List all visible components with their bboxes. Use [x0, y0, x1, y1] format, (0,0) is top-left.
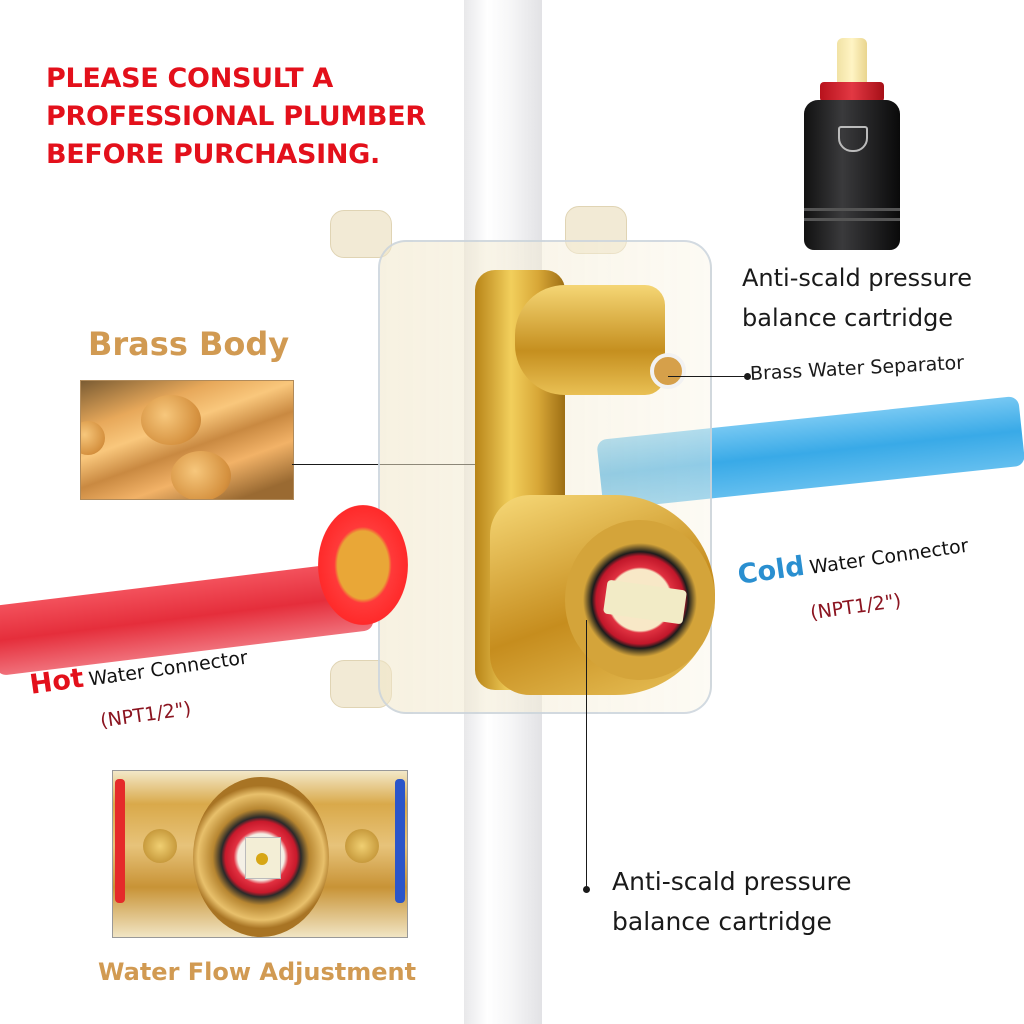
cartridge-top-label: Anti-scald pressure balance cartridge	[742, 258, 972, 338]
separator-leader-line	[668, 376, 748, 377]
brass-rod-end	[81, 421, 105, 455]
brass-water-separator	[515, 285, 665, 395]
cold-npt-spec: (NPT1/2")	[808, 589, 903, 625]
flow-adjust-dot	[256, 853, 268, 865]
brass-rods-photo	[80, 380, 294, 500]
brass-rod-end	[141, 395, 201, 445]
cartridge-product-image	[800, 38, 900, 258]
cartridge-top-label-line-2: balance cartridge	[742, 304, 954, 332]
brass-body-title: Brass Body	[88, 325, 290, 363]
warning-line-1: PLEASE CONSULT A	[46, 63, 334, 94]
cartridge-bottom-label-line-1: Anti-scald pressure	[612, 867, 852, 896]
cartridge-bottom-leader-line	[586, 620, 587, 890]
cartridge-body	[804, 100, 900, 250]
cartridge-bottom-leader-dot	[583, 886, 590, 893]
cold-blue-marker	[395, 779, 405, 903]
flow-screw-left-icon	[143, 829, 177, 863]
water-flow-adjustment-photo	[112, 770, 408, 938]
mounting-ear-top-left	[330, 210, 392, 258]
flow-screw-right-icon	[345, 829, 379, 863]
warning-headline: PLEASE CONSULT A PROFESSIONAL PLUMBER BE…	[46, 60, 426, 174]
separator-spline-tip	[650, 353, 686, 389]
cartridge-bottom-label: Anti-scald pressure balance cartridge	[612, 862, 852, 942]
hot-word: Hot	[27, 662, 86, 701]
warning-line-3: BEFORE PURCHASING.	[46, 139, 380, 170]
water-flow-adjustment-label: Water Flow Adjustment	[98, 958, 417, 986]
cartridge-bottom-label-line-2: balance cartridge	[612, 907, 832, 936]
cold-word: Cold	[735, 550, 807, 591]
hot-inlet-red-collar	[318, 505, 408, 625]
cartridge-stem	[837, 38, 867, 84]
brass-rod-end	[171, 451, 231, 499]
cold-connector-label: Cold Water Connector	[736, 528, 970, 591]
hot-red-marker	[115, 779, 125, 903]
shield-logo-icon	[838, 126, 868, 152]
warning-line-2: PROFESSIONAL PLUMBER	[46, 101, 426, 132]
hot-npt-spec: (NPT1/2")	[98, 697, 193, 733]
cartridge-top-label-line-1: Anti-scald pressure	[742, 264, 972, 292]
cartridge-groove	[804, 218, 900, 221]
cartridge-groove	[804, 208, 900, 211]
separator-leader-dot	[744, 373, 751, 380]
cold-connector-text: Water Connector	[808, 534, 970, 579]
separator-label: Brass Water Separator	[749, 351, 965, 385]
cartridge-red-ring	[820, 82, 884, 102]
